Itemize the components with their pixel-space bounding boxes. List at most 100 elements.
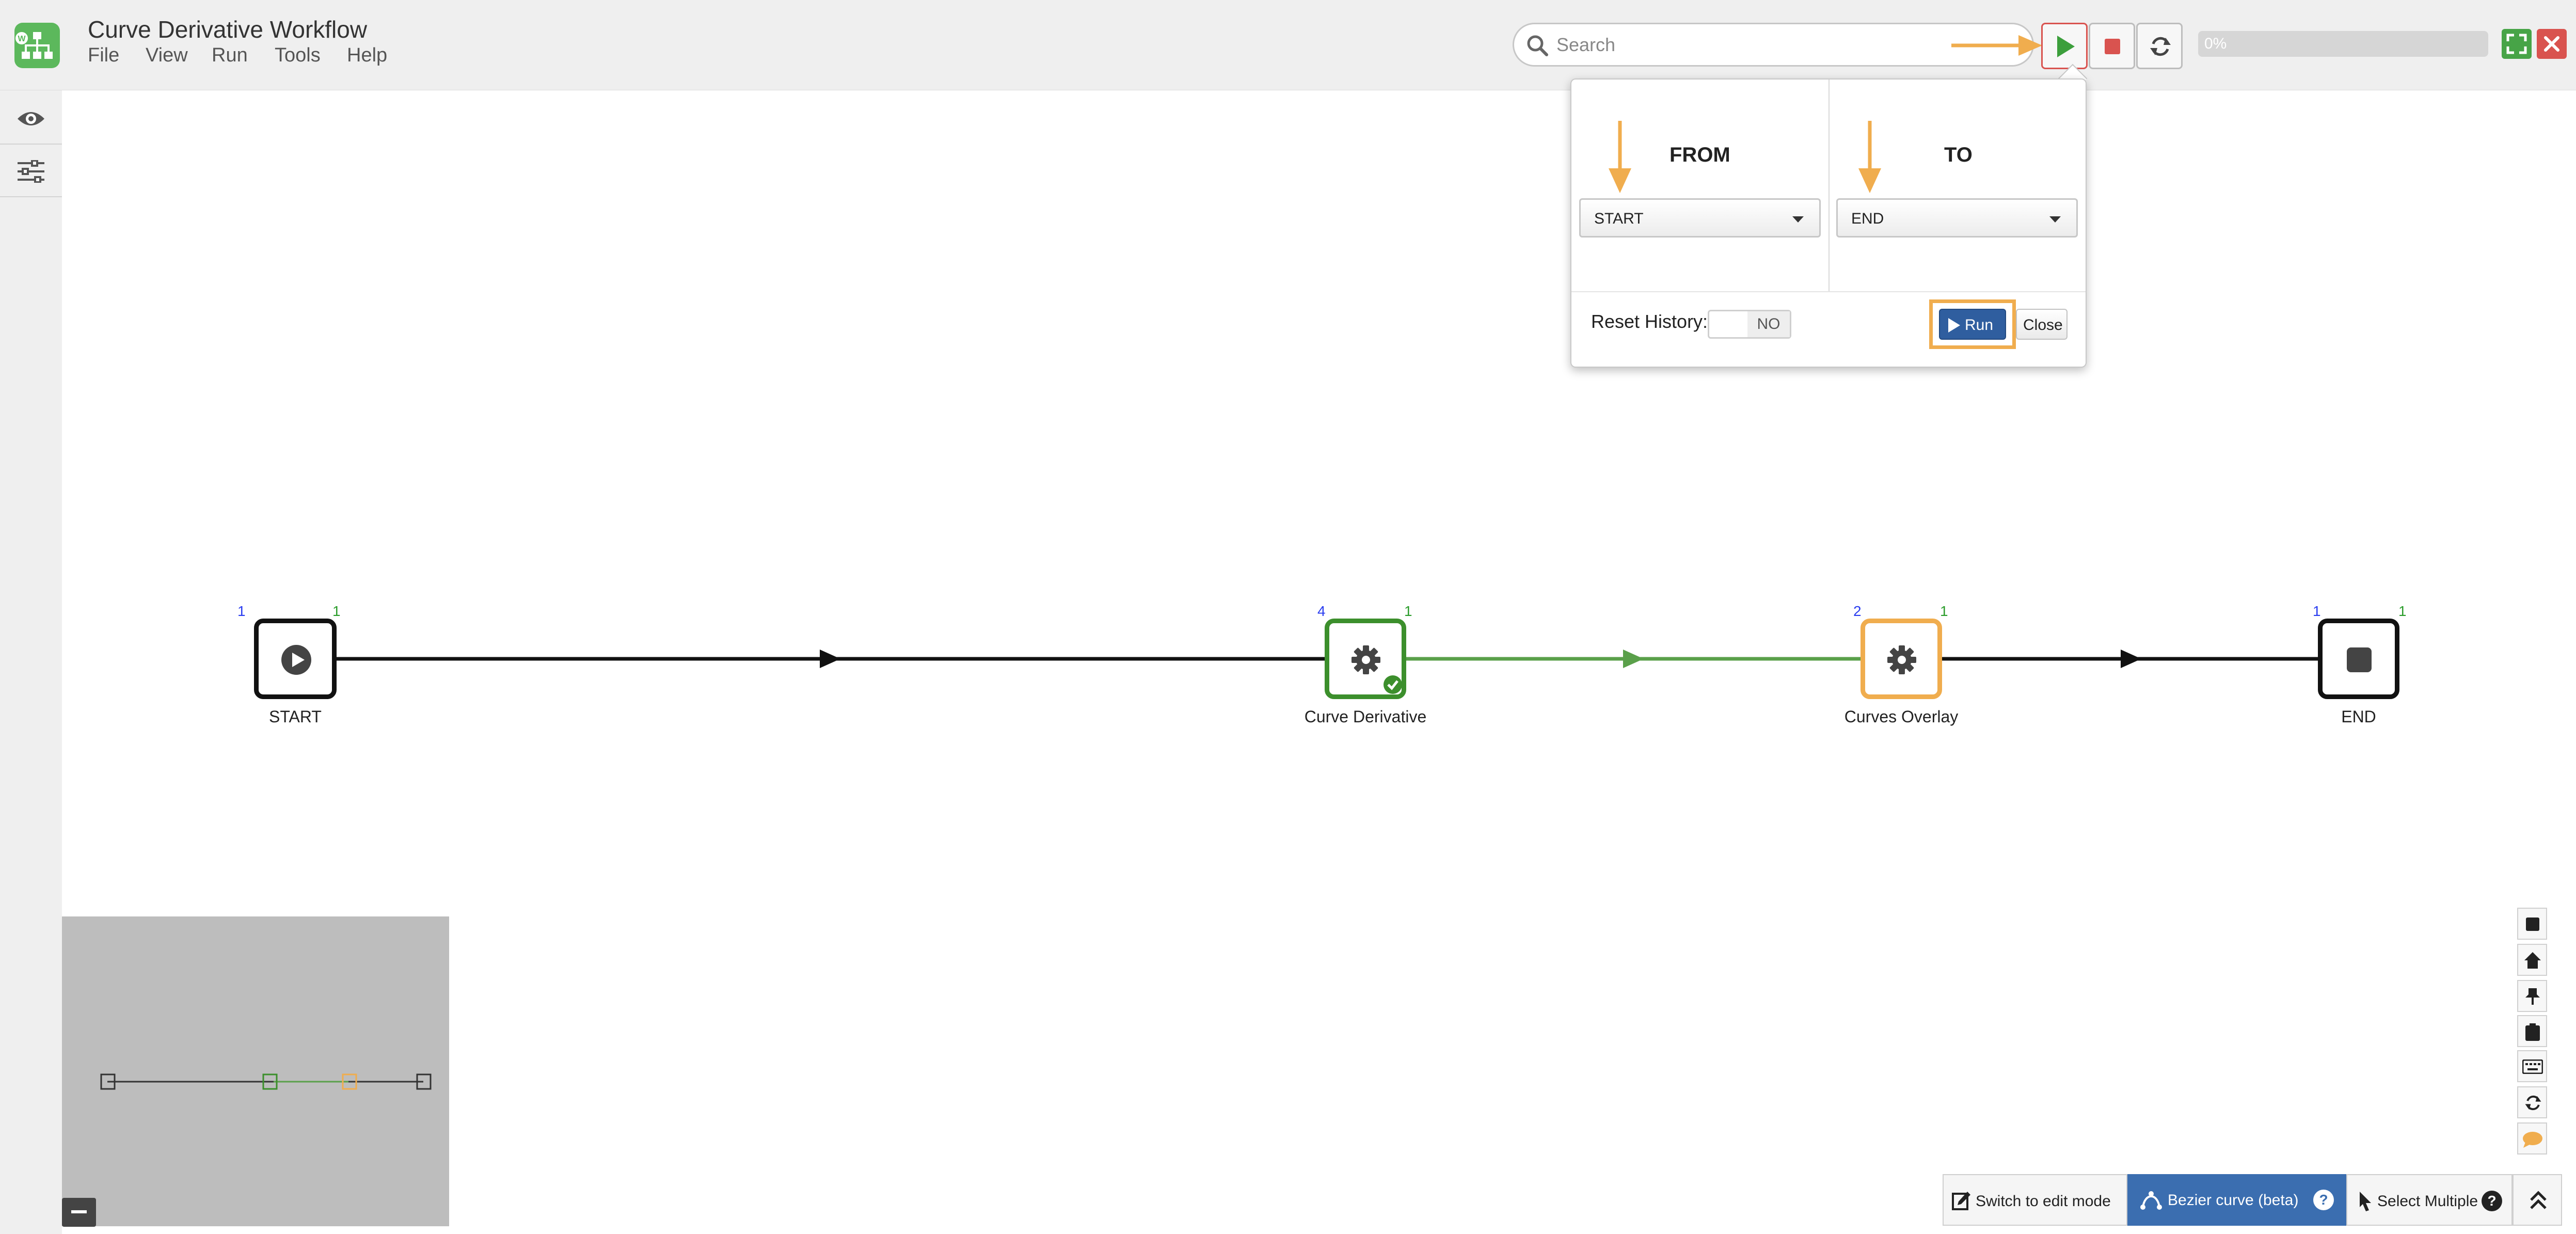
close-button-label: Close: [2023, 317, 2063, 334]
stop-icon: [2104, 38, 2121, 58]
bezier-curve-icon: [2140, 1190, 2162, 1214]
in-port-count: 1: [237, 603, 246, 619]
fullscreen-button[interactable]: [2502, 29, 2532, 59]
close-window-button[interactable]: [2537, 29, 2567, 59]
node-derivative-in-port: 4: [1317, 603, 1326, 620]
run-button-highlight: [1929, 299, 2016, 349]
annotation-arrow-run: [1951, 32, 2044, 61]
edge-arrow-1: [820, 650, 840, 668]
select-multiple-label: Select Multiple: [2377, 1193, 2478, 1210]
in-port-count: 2: [1853, 603, 1862, 619]
close-icon: [2543, 35, 2561, 55]
node-end-in-port: 1: [2313, 603, 2321, 620]
node-start-out-port: 1: [332, 603, 341, 620]
chevron-double-up-icon: [2529, 1190, 2548, 1214]
gear-icon: [1350, 644, 1381, 678]
edge-arrow-2: [1623, 650, 1644, 668]
menu-tools[interactable]: Tools: [275, 44, 321, 66]
to-selected-value: END: [1851, 210, 1884, 227]
node-curves-overlay-label: Curves Overlay: [1844, 707, 1959, 726]
search-box: [1513, 23, 2034, 67]
node-start-label: START: [269, 707, 322, 726]
node-start-in-port: 1: [237, 603, 246, 620]
node-end[interactable]: [2318, 619, 2399, 699]
node-overlay-in-port: 2: [1853, 603, 1862, 620]
to-node-select[interactable]: END: [1836, 198, 2078, 238]
reset-history-toggle[interactable]: NO: [1708, 310, 1791, 339]
from-node-select[interactable]: START: [1579, 198, 1821, 238]
help-icon[interactable]: ?: [2482, 1191, 2502, 1211]
cursor-icon: [2359, 1191, 2372, 1215]
menu-file[interactable]: File: [88, 44, 120, 66]
tool-home[interactable]: [2517, 944, 2547, 976]
left-sidebar: [0, 90, 62, 1234]
edit-icon: [1952, 1191, 1971, 1214]
tool-refresh[interactable]: [2517, 1086, 2547, 1118]
refresh-icon: [2149, 35, 2172, 61]
reset-history-label: Reset History:: [1591, 311, 1708, 332]
settings-sliders-button[interactable]: [0, 146, 62, 197]
chevron-down-icon: [1792, 216, 1804, 223]
from-selected-value: START: [1594, 210, 1644, 227]
in-port-count: 1: [2313, 603, 2321, 619]
stop-workflow-button[interactable]: [2089, 23, 2135, 69]
chevron-down-icon: [2049, 216, 2061, 223]
annotation-arrow-from: [1607, 121, 1633, 196]
tool-comment[interactable]: [2517, 1122, 2547, 1154]
out-port-count: 1: [2398, 603, 2407, 619]
from-heading: FROM: [1669, 144, 1730, 166]
node-end-label: END: [2341, 707, 2376, 726]
minimap-collapse-button[interactable]: [62, 1198, 96, 1227]
refresh-button[interactable]: [2136, 23, 2183, 69]
out-port-count: 1: [1404, 603, 1412, 619]
select-multiple-button[interactable]: Select Multiple ?: [2346, 1174, 2513, 1226]
search-input[interactable]: [1555, 29, 2020, 60]
stop-icon: [2346, 646, 2373, 676]
close-popup-button[interactable]: Close: [2016, 309, 2068, 340]
node-overlay-out-port: 1: [1940, 603, 1948, 620]
edit-mode-button[interactable]: Switch to edit mode: [1943, 1174, 2127, 1226]
node-derivative-out-port: 1: [1404, 603, 1412, 620]
play-icon: [281, 644, 312, 678]
check-badge-icon: [1383, 675, 1403, 697]
popup-footer-divider: [1571, 291, 2086, 292]
help-icon[interactable]: ?: [2313, 1190, 2334, 1210]
play-icon: [2055, 35, 2076, 61]
node-curve-derivative-label: Curve Derivative: [1304, 707, 1427, 726]
minimap[interactable]: [62, 916, 449, 1226]
play-icon: [1947, 318, 1961, 337]
run-workflow-button[interactable]: [2041, 23, 2088, 69]
tool-keyboard[interactable]: [2517, 1050, 2547, 1082]
progress-text: 0%: [2204, 35, 2227, 52]
node-curve-derivative[interactable]: [1325, 619, 1406, 699]
run-button-label: Run: [1965, 317, 1994, 334]
keyboard-icon: [2522, 1059, 2543, 1077]
app-title: Curve Derivative Workflow: [88, 16, 368, 43]
menu-run[interactable]: Run: [212, 44, 248, 66]
refresh-icon: [2524, 1094, 2542, 1115]
node-curves-overlay[interactable]: [1861, 619, 1942, 699]
bezier-curve-button[interactable]: Bezier curve (beta) ?: [2127, 1174, 2346, 1226]
run-button[interactable]: Run: [1939, 309, 2006, 340]
menu-help[interactable]: Help: [347, 44, 388, 66]
clipboard-icon: [2524, 1022, 2541, 1045]
node-start[interactable]: [254, 619, 337, 699]
tool-clipboard[interactable]: [2517, 1015, 2547, 1047]
popup-divider: [1828, 80, 1830, 291]
menu-view[interactable]: View: [146, 44, 188, 66]
eye-icon: [17, 108, 45, 132]
reset-history-value: NO: [1747, 311, 1790, 337]
stop-icon: [2525, 917, 2540, 934]
fullscreen-icon: [2506, 33, 2527, 57]
pin-icon: [2524, 987, 2541, 1008]
tool-stop[interactable]: [2517, 908, 2547, 940]
app-logo: W: [14, 23, 60, 68]
toggle-visibility-button[interactable]: [0, 93, 62, 145]
expand-toolbar-button[interactable]: [2513, 1174, 2562, 1226]
minimap-graph: [100, 1073, 432, 1090]
gear-icon: [1886, 644, 1917, 678]
tool-pin[interactable]: [2517, 980, 2547, 1012]
node-end-out-port: 1: [2398, 603, 2407, 620]
edge-arrow-3: [2121, 650, 2141, 668]
